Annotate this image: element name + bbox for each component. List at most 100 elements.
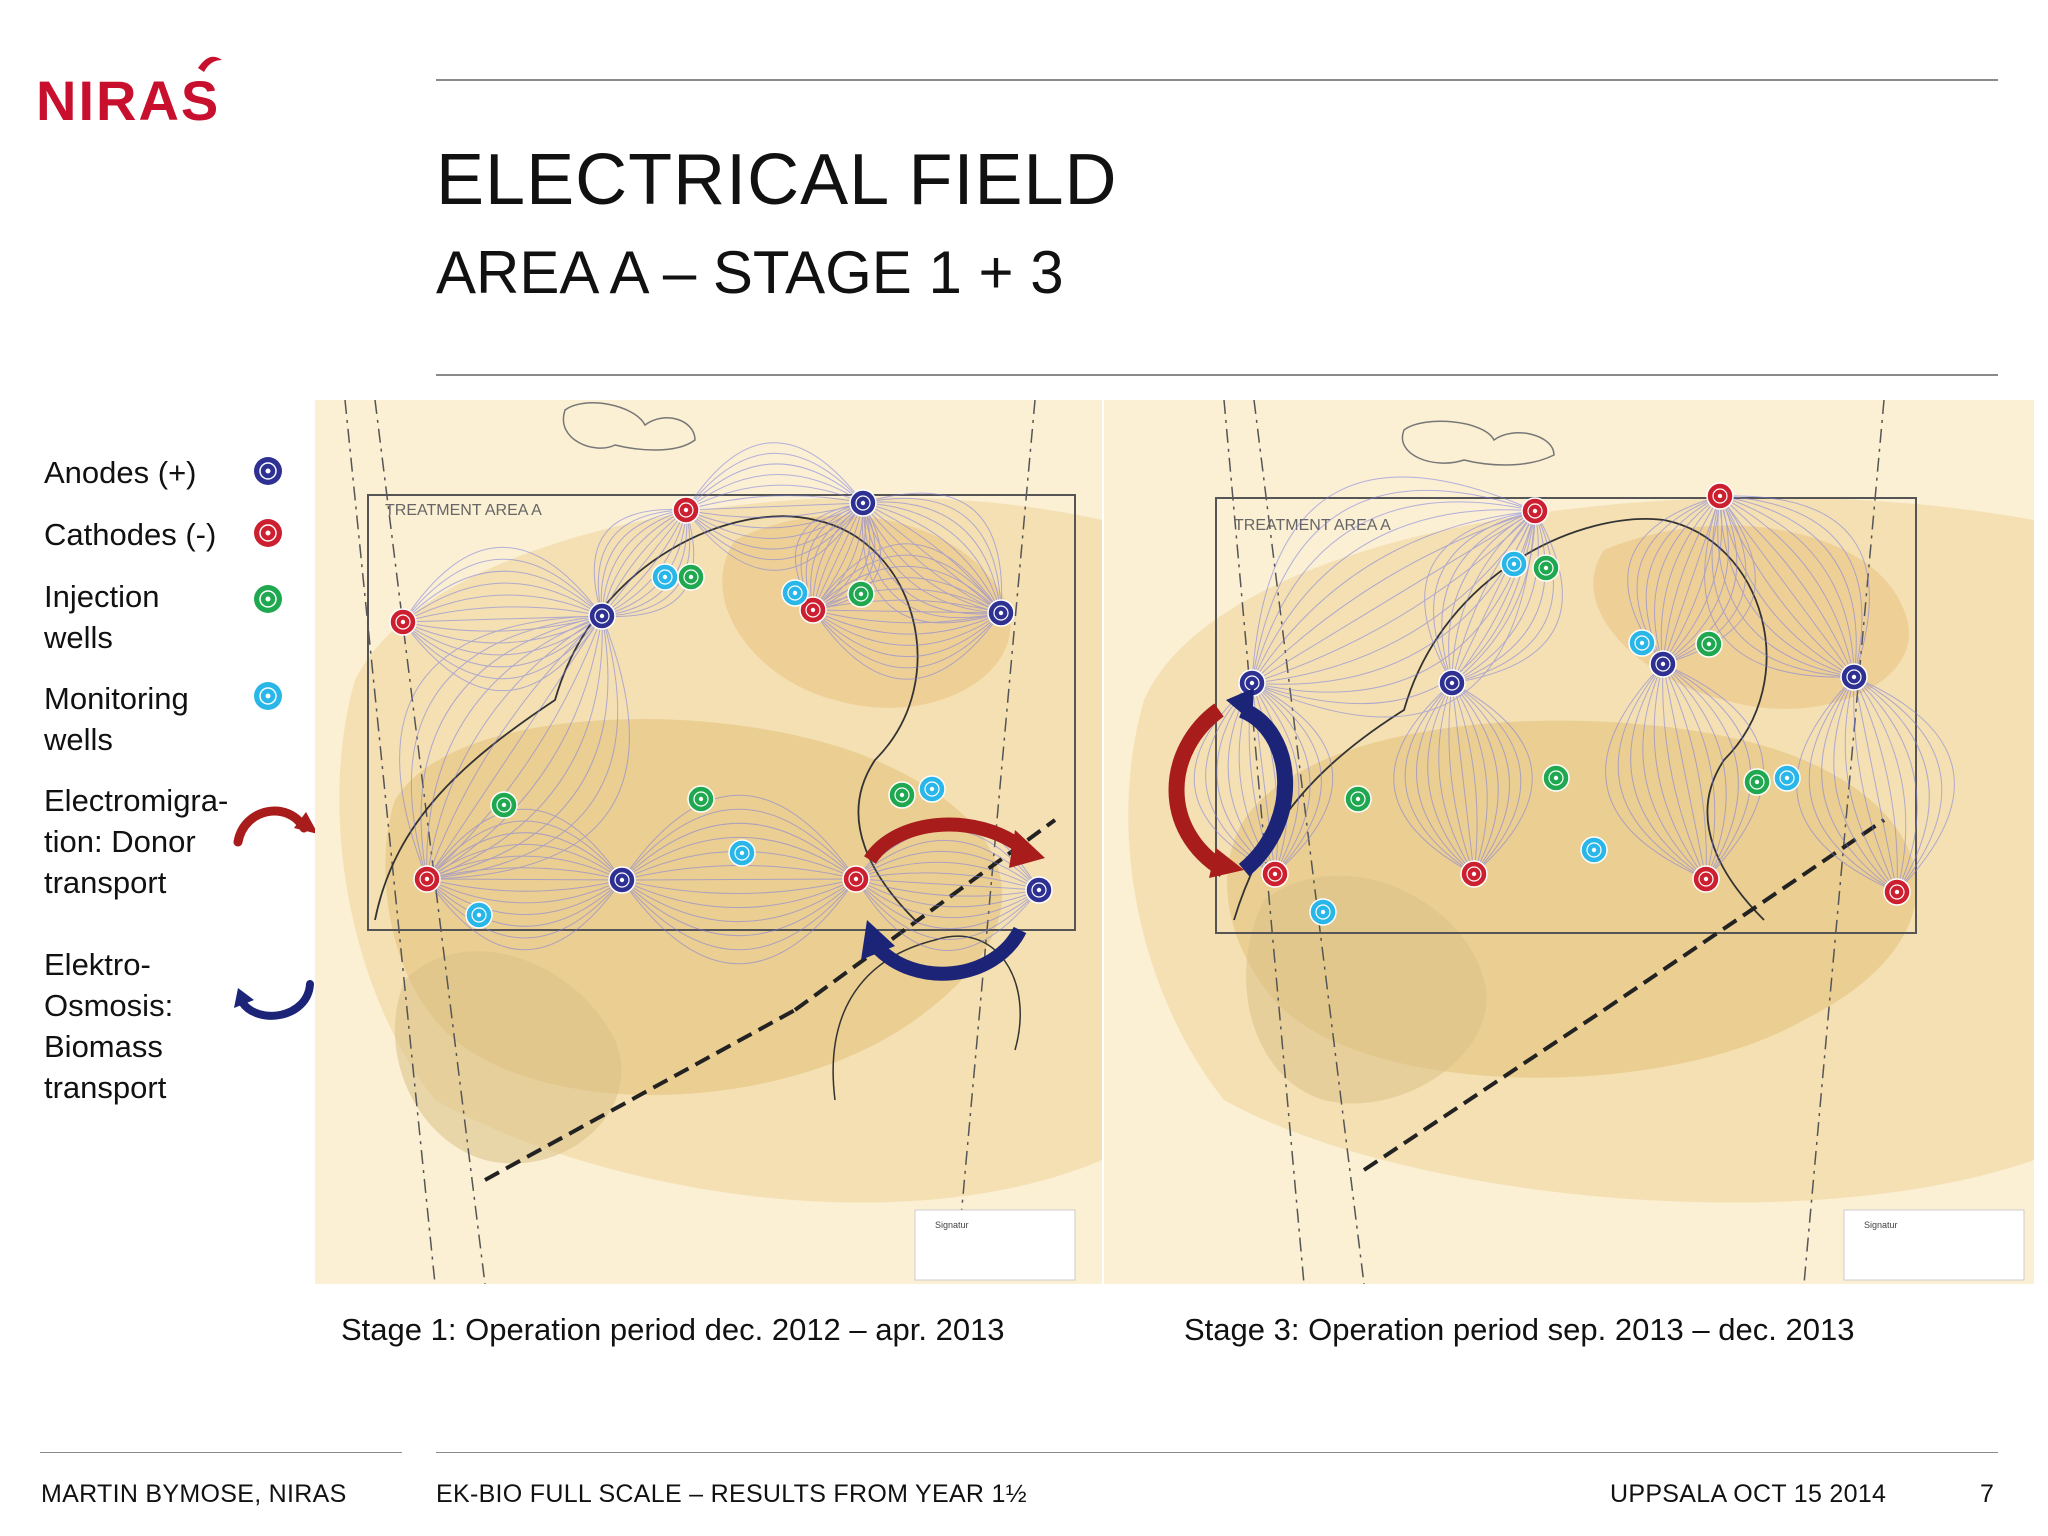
cathode-marker [672, 496, 700, 524]
field-line [862, 502, 1002, 614]
field-line [402, 615, 603, 692]
stage3-electrical-field-map: TREATMENT AREA A Signatur [1104, 400, 2034, 1284]
field-line [1719, 495, 1855, 678]
field-line [1662, 663, 1764, 880]
field-line [426, 615, 603, 880]
field-line [426, 808, 623, 881]
field-line [1251, 682, 1311, 875]
field-line [1424, 510, 1536, 684]
footer-divider-right [436, 1452, 1998, 1453]
field-line [685, 474, 864, 511]
monitoring-well-marker [651, 563, 679, 591]
field-line [1451, 682, 1522, 875]
field-line [1251, 682, 1276, 875]
field-line [1717, 495, 1855, 678]
field-line [1451, 510, 1536, 684]
field-line [1853, 676, 1907, 893]
field-line [855, 878, 1040, 908]
field-line [855, 878, 1040, 897]
field-line [685, 484, 864, 511]
field-line [1605, 663, 1707, 880]
field-line [426, 878, 623, 939]
injection-well-marker [1743, 768, 1771, 796]
field-line [812, 609, 1002, 614]
field-line [402, 558, 603, 623]
field-line [812, 554, 1002, 614]
field-line [426, 615, 609, 880]
stage1-electrical-field-map: TREATMENT AREA A Signatur [315, 400, 1102, 1284]
field-line [810, 502, 864, 611]
stage1-area-label: TREATMENT AREA A [385, 502, 542, 519]
field-line [426, 878, 623, 881]
field-line [1451, 682, 1478, 875]
field-line [1251, 682, 1322, 875]
field-line [685, 495, 864, 511]
cathode-marker [1521, 497, 1549, 525]
monitoring-well-marker [1773, 764, 1801, 792]
field-line [1662, 663, 1739, 880]
field-line [1704, 495, 1855, 678]
cathode-marker [1692, 865, 1720, 893]
field-line [1662, 495, 1721, 665]
field-line [426, 615, 603, 880]
legend-cathodes-label: Cathodes (-) [44, 517, 217, 552]
anode-marker [1025, 876, 1053, 904]
anode-marker [1438, 669, 1466, 697]
field-line [855, 878, 1040, 891]
field-line [1451, 510, 1536, 684]
field-line [621, 836, 857, 881]
field-line [812, 609, 1002, 680]
stage3-caption: Stage 3: Operation period sep. 2013 – de… [1184, 1312, 1855, 1347]
field-line [1451, 510, 1546, 684]
field-line [855, 878, 1040, 940]
biomass-transport-arrow-icon [234, 980, 314, 1020]
field-line [685, 502, 864, 571]
field-line [426, 878, 623, 904]
field-line [862, 501, 1002, 614]
field-line [812, 502, 864, 611]
field-line [1205, 682, 1276, 875]
field-line [1662, 663, 1716, 880]
field-line [1630, 663, 1707, 880]
field-line [1853, 676, 1930, 893]
field-line [1719, 495, 1855, 678]
field-line [1251, 510, 1536, 684]
field-line [1441, 510, 1536, 684]
field-line [1853, 676, 1898, 893]
field-line [601, 509, 687, 617]
cathode-marker [1883, 878, 1911, 906]
field-line [597, 509, 687, 617]
field-line [1451, 682, 1533, 875]
field-line [426, 615, 603, 880]
monitoring-well-marker [728, 839, 756, 867]
donor-transport-arrow-icon [233, 806, 318, 847]
field-line [1662, 663, 1727, 880]
injection-well-marker [490, 791, 518, 819]
field-line [402, 615, 603, 644]
legend-electroosmosis-label: Elektro-Osmosis: Biomass transport [44, 947, 174, 1105]
cathode-marker [389, 608, 417, 636]
field-line [1251, 682, 1279, 875]
cathode-marker [413, 865, 441, 893]
monitoring-well-marker [1580, 836, 1608, 864]
field-line [426, 878, 623, 951]
field-line [862, 492, 1003, 614]
field-line [1451, 510, 1536, 684]
field-line [1853, 676, 1898, 893]
field-line [601, 509, 687, 617]
field-line [812, 609, 1002, 669]
field-line [601, 509, 687, 617]
field-line [812, 609, 1002, 635]
field-line [1451, 682, 1475, 875]
monitoring-well-marker [1628, 629, 1656, 657]
field-line [1853, 676, 1943, 893]
field-line [1844, 676, 1898, 893]
field-line [1821, 676, 1898, 893]
field-line [1427, 682, 1475, 875]
field-line [1393, 682, 1475, 875]
field-line [1660, 495, 1721, 665]
field-line [855, 872, 1040, 891]
field-line [1251, 476, 1536, 684]
niras-logo: NIRAS [36, 56, 222, 130]
field-line [1662, 495, 1721, 665]
